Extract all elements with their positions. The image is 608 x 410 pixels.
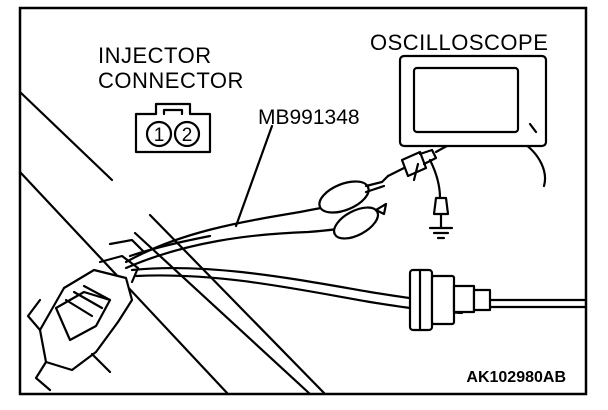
figure-frame xyxy=(18,6,588,396)
test-clip-lower xyxy=(332,202,388,240)
harness-connector-right xyxy=(408,268,588,332)
pin-1-label: 1 xyxy=(154,125,165,146)
tool-code-label: MB991348 xyxy=(258,106,360,129)
test-clip-upper xyxy=(318,174,390,214)
ground-clip xyxy=(428,196,454,240)
pin-2-label: 2 xyxy=(182,125,193,146)
injector-label-line2: CONNECTOR xyxy=(98,68,244,93)
injector-connector-symbol: 1 2 xyxy=(134,102,212,154)
engine-surface-lines xyxy=(18,90,327,396)
oscilloscope-unit xyxy=(398,54,548,148)
connector-pin-2 xyxy=(173,120,201,148)
oscilloscope-label: OSCILLOSCOPE xyxy=(370,30,548,55)
injector-body xyxy=(26,238,146,392)
figure-id-label: AK102980AB xyxy=(466,369,566,386)
tool-leader-line xyxy=(234,124,274,228)
injector-label-line1: INJECTOR xyxy=(98,43,212,68)
connector-pin-1 xyxy=(145,120,173,148)
